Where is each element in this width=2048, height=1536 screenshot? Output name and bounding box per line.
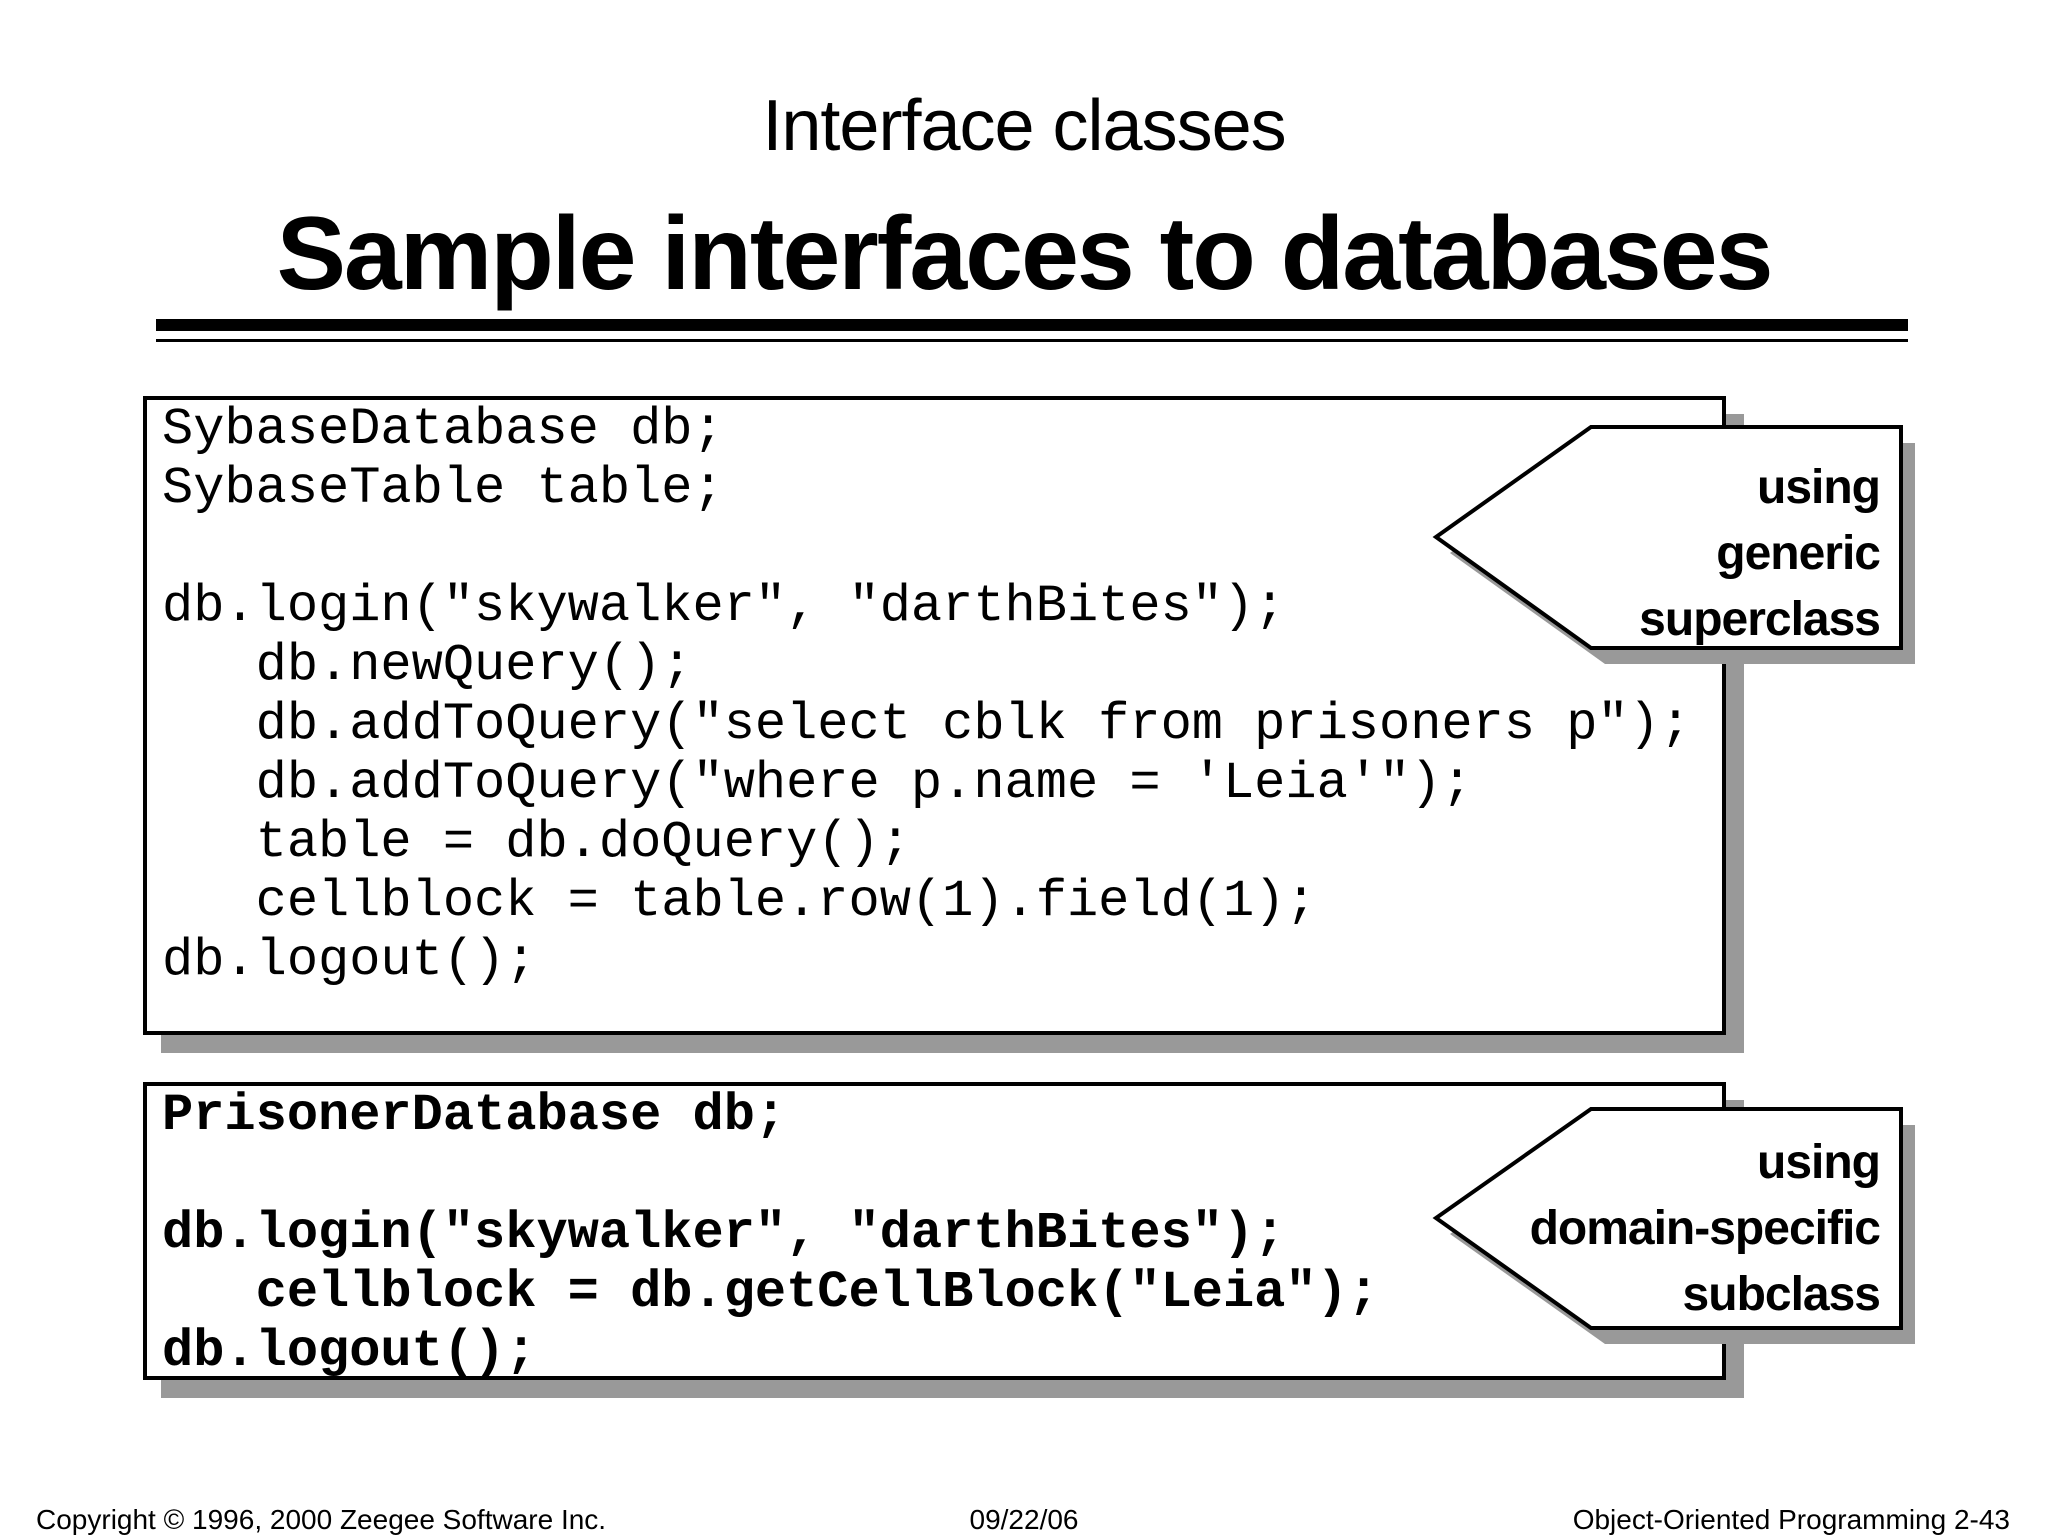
callout-label-domain: using domain-specific subclass (1529, 1130, 1881, 1328)
callout-line: domain-specific (1529, 1202, 1881, 1255)
title-rule-thin (156, 339, 1908, 342)
code-box-generic-superclass: SybaseDatabase db; SybaseTable table; db… (143, 396, 1726, 1035)
callout-line: using (1757, 1136, 1881, 1189)
callout-line: using (1757, 461, 1881, 514)
footer-course-page: Object-Oriented Programming 2-43 (1572, 1504, 2010, 1535)
callout-arrow-domain-shape (1432, 1107, 1915, 1344)
footer-copyright: Copyright © 1996, 2000 Zeegee Software I… (36, 1504, 607, 1535)
callout-line: superclass (1639, 593, 1881, 646)
callout-line: generic (1716, 527, 1881, 580)
footer-date: 09/22/06 (969, 1504, 1079, 1535)
code-box-domain-specific: PrisonerDatabase db; db.login("skywalker… (143, 1082, 1726, 1380)
slide-kicker: Interface classes (762, 86, 1286, 166)
slide-title: Sample interfaces to databases (276, 196, 1774, 312)
callout-arrow-generic-shape (1432, 425, 1915, 664)
callout-line: subclass (1682, 1268, 1881, 1321)
code-generic-superclass: SybaseDatabase db; SybaseTable table; db… (162, 400, 1692, 990)
title-rule-thick (156, 319, 1908, 331)
code-domain-specific: PrisonerDatabase db; db.login("skywalker… (162, 1086, 1379, 1380)
callout-label-generic: using generic superclass (1639, 455, 1881, 653)
